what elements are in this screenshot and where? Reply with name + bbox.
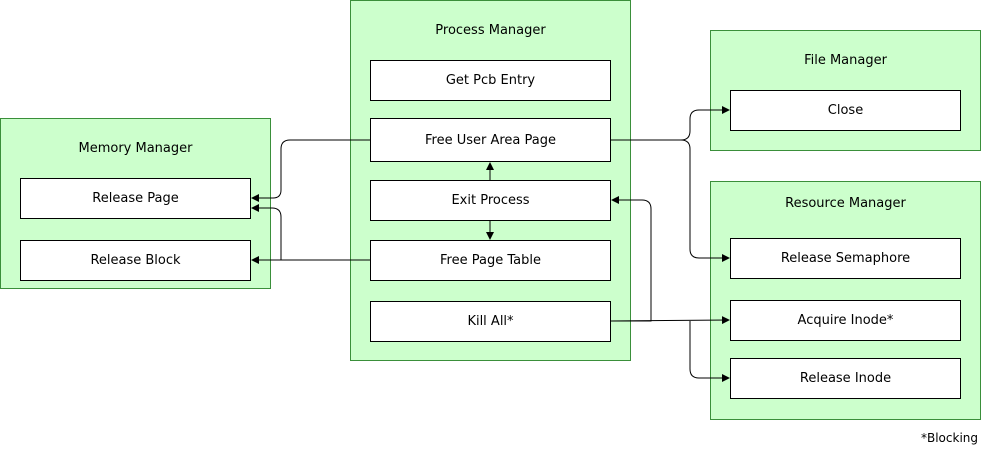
acquire-inode-node[interactable]: Acquire Inode* bbox=[730, 300, 961, 341]
close-node[interactable]: Close bbox=[730, 90, 961, 131]
file-manager-title: File Manager bbox=[804, 53, 887, 68]
free-page-table-node[interactable]: Free Page Table bbox=[370, 240, 611, 281]
blocking-footnote: *Blocking bbox=[920, 431, 978, 445]
resource-manager-title: Resource Manager bbox=[785, 196, 906, 211]
release-block-node[interactable]: Release Block bbox=[20, 240, 251, 281]
process-manager-title: Process Manager bbox=[435, 23, 546, 38]
release-inode-node[interactable]: Release Inode bbox=[730, 358, 961, 399]
kill-all-node[interactable]: Kill All* bbox=[370, 301, 611, 342]
get-pcb-entry-node[interactable]: Get Pcb Entry bbox=[370, 60, 611, 101]
exit-process-node[interactable]: Exit Process bbox=[370, 180, 611, 221]
free-user-area-page-node[interactable]: Free User Area Page bbox=[370, 118, 611, 162]
memory-manager-title: Memory Manager bbox=[78, 141, 193, 156]
release-semaphore-node[interactable]: Release Semaphore bbox=[730, 238, 961, 279]
release-page-node[interactable]: Release Page bbox=[20, 178, 251, 219]
